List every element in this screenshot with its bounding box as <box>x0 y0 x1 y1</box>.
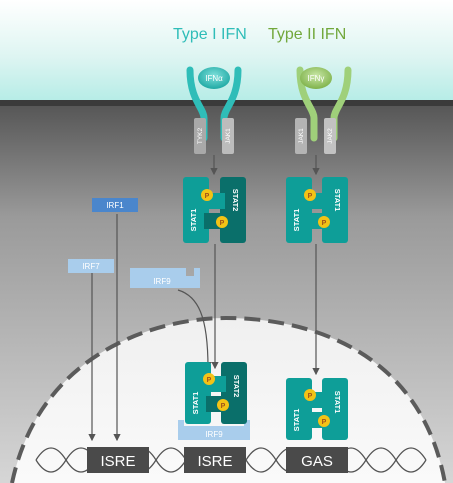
phospho-label: P <box>221 403 226 410</box>
type1-receptor: IFNα TYK2 JAK1 <box>186 66 242 154</box>
phospho-label: P <box>207 377 212 384</box>
isre-promoter-2 <box>184 447 246 473</box>
ifn-alpha-label: IFNα <box>205 74 223 83</box>
isre-promoter-1 <box>87 447 149 473</box>
stat2-label: STAT2 <box>231 189 240 212</box>
signal-arrows <box>88 155 320 442</box>
gas-label: GAS <box>301 453 333 470</box>
jak1-kinase-type1 <box>222 118 234 154</box>
jak1-label-type1: JAK1 <box>225 128 232 144</box>
phospho-label: P <box>220 220 225 227</box>
ifn-alpha-ligand <box>198 67 230 89</box>
stat2-label: STAT2 <box>232 375 241 398</box>
isre-label-1: ISRE <box>100 453 135 470</box>
stat1-label: STAT1 <box>292 409 301 432</box>
phospho-label: P <box>322 419 327 426</box>
stat1-label: STAT1 <box>191 392 200 415</box>
type2-receptor: IFNγ JAK1 JAK2 <box>295 66 352 154</box>
phospho-label: P <box>205 193 210 200</box>
gas-promoter <box>286 447 348 473</box>
irf9-nuclear-label: IRF9 <box>205 430 223 439</box>
irf7-box <box>68 259 114 273</box>
type2-ifn-title: Type II IFN <box>268 26 346 43</box>
irf9-cyto-box <box>130 268 200 288</box>
phospho-label: P <box>322 220 327 227</box>
ifn-gamma-label: IFNγ <box>308 74 325 83</box>
jak1-label-type2: JAK1 <box>298 128 305 144</box>
irf9-nuclear-box <box>178 420 250 440</box>
nuclear-membrane <box>10 315 447 483</box>
tyk2-label: TYK2 <box>197 127 204 144</box>
phospho-label: P <box>308 193 313 200</box>
stat1-label: STAT1 <box>292 209 301 232</box>
stat1-stat1-complex-nucleus: P P STAT1 STAT1 <box>286 378 348 440</box>
phospho-label: P <box>308 393 313 400</box>
type1-ifn-title: Type I IFN <box>173 26 247 43</box>
stat1-label: STAT1 <box>333 189 342 212</box>
tyk2-kinase <box>194 118 206 154</box>
irf9-cyto-label: IRF9 <box>153 277 171 286</box>
extracellular-space <box>0 0 453 103</box>
isre-label-2: ISRE <box>197 453 232 470</box>
stat1-label: STAT1 <box>189 209 198 232</box>
jak1-kinase-type2 <box>295 118 307 154</box>
stat1-stat2-complex-nucleus: P P STAT1 STAT2 <box>185 362 247 424</box>
irf1-box <box>92 198 138 212</box>
stat1-stat1-complex-cyto: P P STAT1 STAT1 <box>286 177 348 243</box>
irf1-label: IRF1 <box>106 201 124 210</box>
jak2-label: JAK2 <box>327 128 334 144</box>
stat1-label: STAT1 <box>333 391 342 414</box>
irf7-label: IRF7 <box>82 262 100 271</box>
stat1-stat2-complex-cyto: P P STAT1 STAT2 <box>183 177 246 243</box>
jak2-kinase <box>324 118 336 154</box>
ifn-gamma-ligand <box>300 67 332 89</box>
